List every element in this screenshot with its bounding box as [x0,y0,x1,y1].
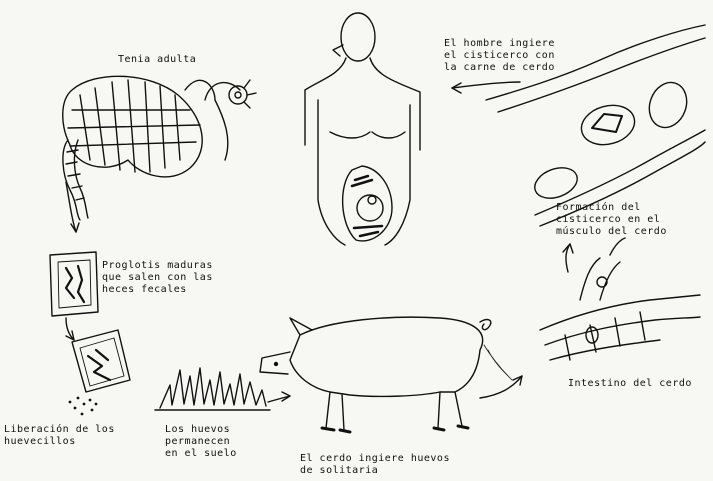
pig-illustration [260,317,512,432]
label-human-ingests: El hombre ingiere el cisticerco con la c… [444,38,555,74]
pig-intestine-illustration [540,238,700,360]
label-egg-release: Liberación de los huevecillos [4,424,115,448]
label-cysticercus-formation: Formación del cisticerco en el músculo d… [556,202,667,238]
label-pig-ingests: El cerdo ingiere huevos de solitaria [300,453,450,477]
egg-release-illustration [69,330,130,415]
arrow-to-human [452,82,520,88]
cycle-arrows [66,82,573,402]
label-adult-tapeworm: Tenia adulta [118,54,196,66]
arrow-to-pig [268,396,290,402]
label-mature-proglottids: Proglotis maduras que salen con las hece… [102,260,213,296]
mature-proglottid-illustration [50,252,98,316]
label-eggs-in-soil: Los huevos permanecen en el suelo [165,424,237,460]
adult-tapeworm-illustration [63,76,256,220]
grass-illustration [155,368,270,410]
label-pig-intestine: Intestino del cerdo [568,378,692,390]
human-torso-illustration [305,13,420,245]
